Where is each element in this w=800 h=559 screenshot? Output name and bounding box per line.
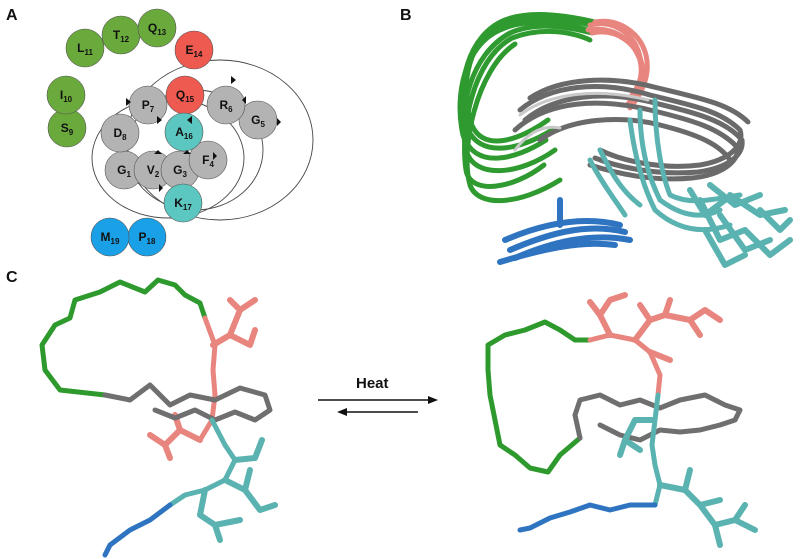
residue-label: Q13 xyxy=(148,21,167,37)
residue-circle xyxy=(128,85,168,125)
residue-circle xyxy=(100,113,140,153)
panel-label-c: C xyxy=(6,269,18,286)
residue-label: A16 xyxy=(175,125,193,141)
residue-circle xyxy=(188,140,228,180)
sidechains-teal-right xyxy=(617,417,758,548)
residue-label: R6 xyxy=(219,98,233,114)
loop-large xyxy=(126,59,314,221)
residue-q13: Q13 xyxy=(137,8,177,48)
residue-label: K17 xyxy=(174,196,192,212)
heat-equilibrium: Heat xyxy=(318,375,438,416)
residue-s9: S9 xyxy=(47,108,87,148)
heat-label: Heat xyxy=(356,375,389,392)
ensemble-blue-segment xyxy=(497,197,633,265)
residue-f4: F4 xyxy=(188,140,228,180)
reverse-arrowhead xyxy=(337,408,347,416)
sidechains-salmon-right xyxy=(587,292,723,363)
panel-b-structure-ensemble xyxy=(457,11,793,268)
backbone-green-left xyxy=(39,277,208,398)
arrow-marker xyxy=(213,152,217,160)
residue-k17: K17 xyxy=(163,183,203,223)
residue-label: Q15 xyxy=(176,88,195,104)
residue-label: G3 xyxy=(173,163,187,179)
residue-p7: P7 xyxy=(128,85,168,125)
backbone-salmon-right xyxy=(587,332,663,398)
residue-d8: D8 xyxy=(100,113,140,153)
backbone-salmon-left xyxy=(197,315,218,443)
residue-label: G5 xyxy=(251,113,265,129)
arrow-marker xyxy=(187,116,192,124)
backbone-teal-right xyxy=(649,392,663,508)
panel-c-left-conformer xyxy=(39,277,278,558)
backbone-green-right xyxy=(485,319,593,475)
arrow-marker xyxy=(159,184,163,192)
residue-label: L11 xyxy=(77,41,93,57)
arrow-marker xyxy=(231,76,236,84)
residue-label: E14 xyxy=(186,43,203,59)
backbone-gray-right xyxy=(572,392,743,443)
residue-label: M19 xyxy=(101,230,120,246)
arrow-marker xyxy=(154,150,162,154)
residue-circle xyxy=(90,217,130,257)
panel-c-right-conformer xyxy=(485,292,758,548)
residue-circle xyxy=(174,30,214,70)
residue-label: S9 xyxy=(61,121,74,137)
residue-label: I10 xyxy=(60,88,73,104)
backbone-blue-right xyxy=(517,502,658,533)
ensemble-light-gray-segment xyxy=(513,91,650,152)
residue-circle xyxy=(137,8,177,48)
backbone-blue-left xyxy=(102,502,173,558)
arrow-marker xyxy=(242,96,246,104)
ensemble-green-segment xyxy=(457,11,598,204)
residue-g5: G5 xyxy=(238,100,278,140)
arrow-marker xyxy=(126,98,131,106)
arrow-marker xyxy=(183,150,191,154)
forward-arrowhead xyxy=(428,396,438,404)
residue-circle xyxy=(46,75,86,115)
ensemble-teal-segment xyxy=(587,97,743,233)
panel-label-b: B xyxy=(400,7,412,24)
residue-r6: R6 xyxy=(206,85,246,125)
residue-circle xyxy=(65,28,105,68)
ensemble-gray-segment xyxy=(512,77,751,182)
residue-label: G1 xyxy=(117,163,131,179)
arrow-marker xyxy=(277,118,281,126)
panel-label-a: A xyxy=(6,7,18,24)
residue-circle xyxy=(164,112,204,152)
residue-label: T12 xyxy=(113,28,130,44)
sidechains-teal-left xyxy=(197,437,278,543)
residue-t12: T12 xyxy=(101,15,141,55)
residue-e14: E14 xyxy=(174,30,214,70)
ensemble-teal-sidechains xyxy=(687,182,793,268)
residue-label: D8 xyxy=(113,126,127,142)
residue-circle xyxy=(206,85,246,125)
residue-p18: P18 xyxy=(127,217,167,257)
residue-label: F4 xyxy=(202,153,214,169)
backbone-gray-left xyxy=(102,382,273,423)
residue-label: P18 xyxy=(139,230,156,246)
direction-arrows xyxy=(126,76,281,192)
residue-m19: M19 xyxy=(90,217,130,257)
residue-i10: I10 xyxy=(46,75,86,115)
residue-label: P7 xyxy=(142,98,155,114)
residue-l11: L11 xyxy=(65,28,105,68)
residue-a16: A16 xyxy=(164,112,204,152)
residue-q15: Q15 xyxy=(165,75,205,115)
residue-circle xyxy=(163,183,203,223)
residue-label: V2 xyxy=(147,163,160,179)
arrow-marker xyxy=(157,116,162,124)
